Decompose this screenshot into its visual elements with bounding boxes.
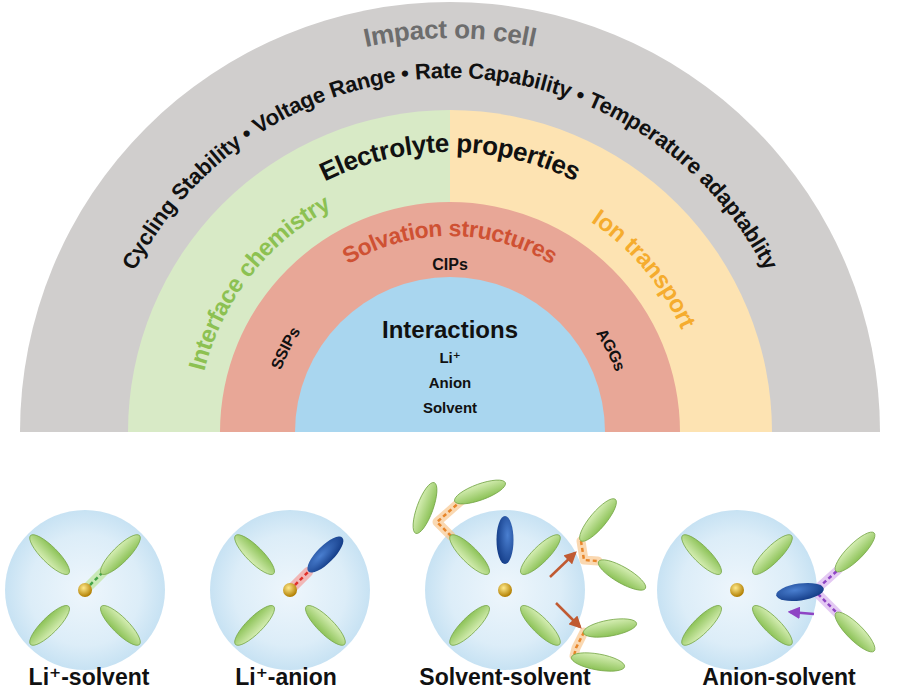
illustration-part (581, 541, 598, 561)
node-label: Solvent-solvent (419, 665, 590, 690)
illustration-part (574, 632, 584, 656)
illustration-part (818, 594, 838, 614)
arc-text: Impact on cell (361, 14, 539, 53)
node-label: Li⁺-solvent (29, 665, 150, 690)
illustration-part (818, 570, 838, 588)
arc-text: AGGs (594, 325, 630, 373)
illustration-part (575, 494, 622, 546)
band-shape (20, 2, 880, 432)
interaction-circle: Li⁺-solvent (0, 505, 200, 695)
properties-band: Electrolyte propertiesInterface chemistr… (128, 110, 772, 432)
solvation-band: Solvation structuresCIPsSSIPsAGGsInterac… (220, 202, 680, 432)
interaction-circle-shape (210, 510, 370, 670)
band-shape (220, 202, 680, 432)
illustration-part (818, 594, 838, 614)
interactions-core: InteractionsLi⁺ Anion Solvent (295, 277, 605, 432)
interaction-circle: Solvent-solvent (395, 505, 615, 695)
illustration-part (452, 475, 508, 509)
node-label: CIPs (432, 256, 468, 274)
illustration-part (818, 570, 838, 588)
illustration-part (830, 607, 879, 656)
illustration-part (408, 480, 442, 536)
impact-band: Impact on cellCycling Stability • Voltag… (20, 2, 880, 432)
interaction-circle-shape (5, 510, 165, 670)
arc-text: SSIPs (267, 323, 303, 371)
illustration-part (830, 527, 879, 576)
illustration-part (595, 555, 650, 596)
interaction-circle-shape (425, 510, 585, 670)
illustration-part (582, 615, 638, 640)
interaction-circle-shape (657, 510, 817, 670)
interaction-circle: Anion-solvent (650, 505, 900, 695)
node-label: Li⁺-anion (235, 665, 337, 690)
interaction-circle: Li⁺-anion (190, 505, 390, 695)
node-label: Interactions (382, 317, 518, 343)
illustration-part (581, 541, 598, 561)
band-shape (295, 277, 605, 432)
solvent-solvent-illustration (408, 475, 649, 674)
node-label: Anion-solvent (702, 665, 855, 690)
illustration-part (574, 632, 584, 656)
node-label: Li⁺ Anion Solvent (423, 345, 477, 420)
